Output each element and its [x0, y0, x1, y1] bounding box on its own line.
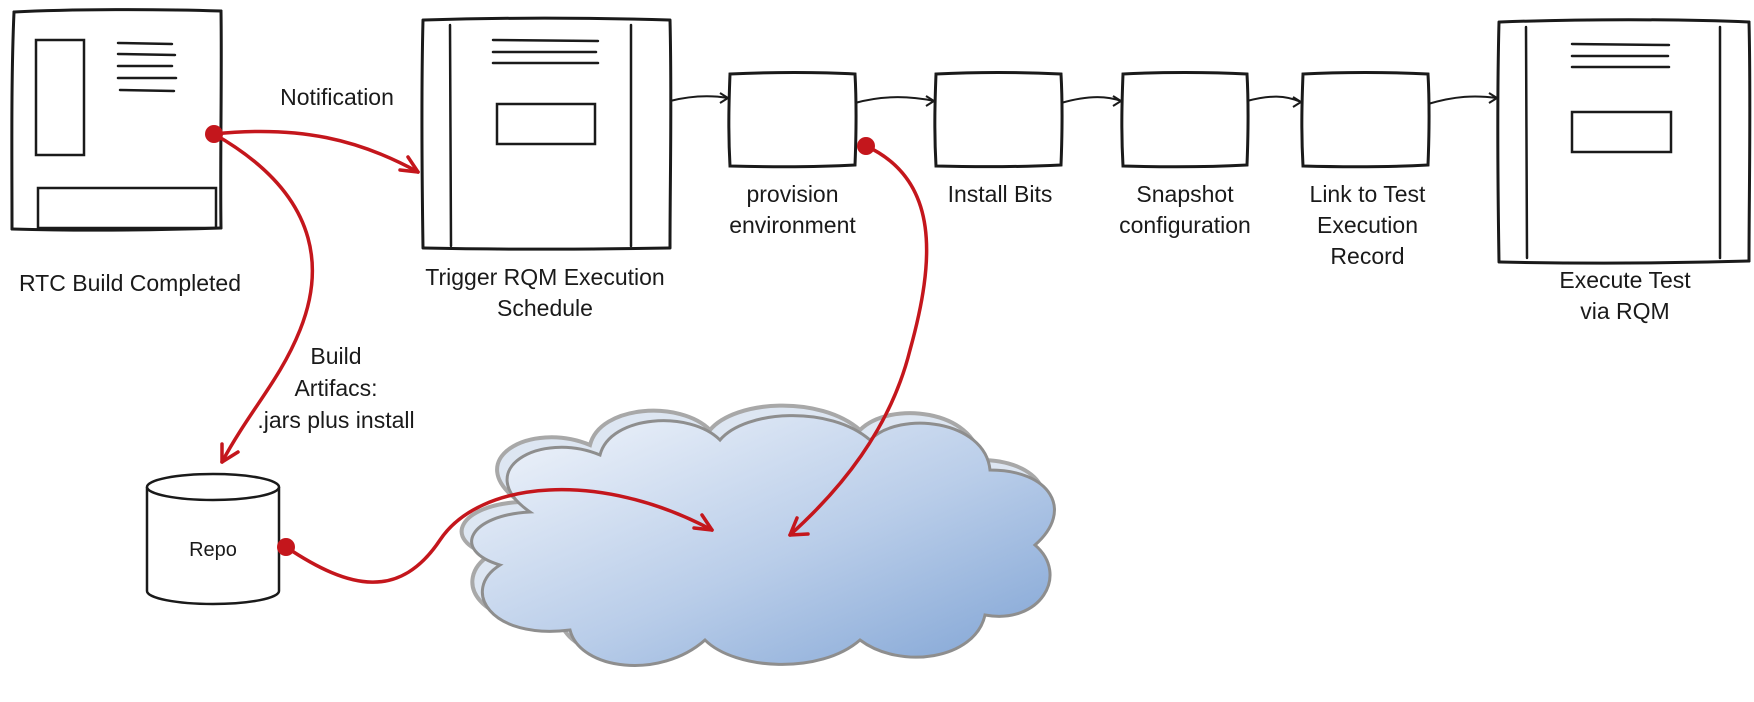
red-flow-curves	[212, 129, 929, 584]
provision-label: provision environment	[729, 181, 856, 238]
step-arrows	[669, 92, 1498, 108]
trigger-rqm-window	[420, 16, 673, 251]
repo-label: Repo	[189, 539, 237, 561]
snapshot-box	[1120, 71, 1250, 169]
link-test-box	[1300, 71, 1431, 169]
rtc-build-completed-label: RTC Build Completed	[18, 270, 241, 296]
build-artifacts-label: Build Artifacs: .jars plus install	[257, 343, 415, 433]
trigger-rqm-label: Trigger RQM Execution Schedule	[425, 264, 665, 321]
link-test-label: Link to Test Execution Record	[1309, 181, 1426, 269]
rtc-build-window	[10, 8, 223, 232]
execute-test-window	[1496, 18, 1752, 265]
cloud-shape	[459, 403, 1056, 667]
install-bits-box	[933, 71, 1064, 169]
execute-test-label: Execute Test via RQM	[1559, 267, 1691, 324]
repo-cylinder	[145, 472, 281, 606]
snapshot-label: Snapshot configuration	[1119, 181, 1251, 238]
notification-label: Notification	[280, 84, 394, 110]
provision-box	[727, 71, 858, 169]
red-connection-dots	[205, 125, 875, 556]
install-bits-label: Install Bits	[947, 181, 1053, 207]
